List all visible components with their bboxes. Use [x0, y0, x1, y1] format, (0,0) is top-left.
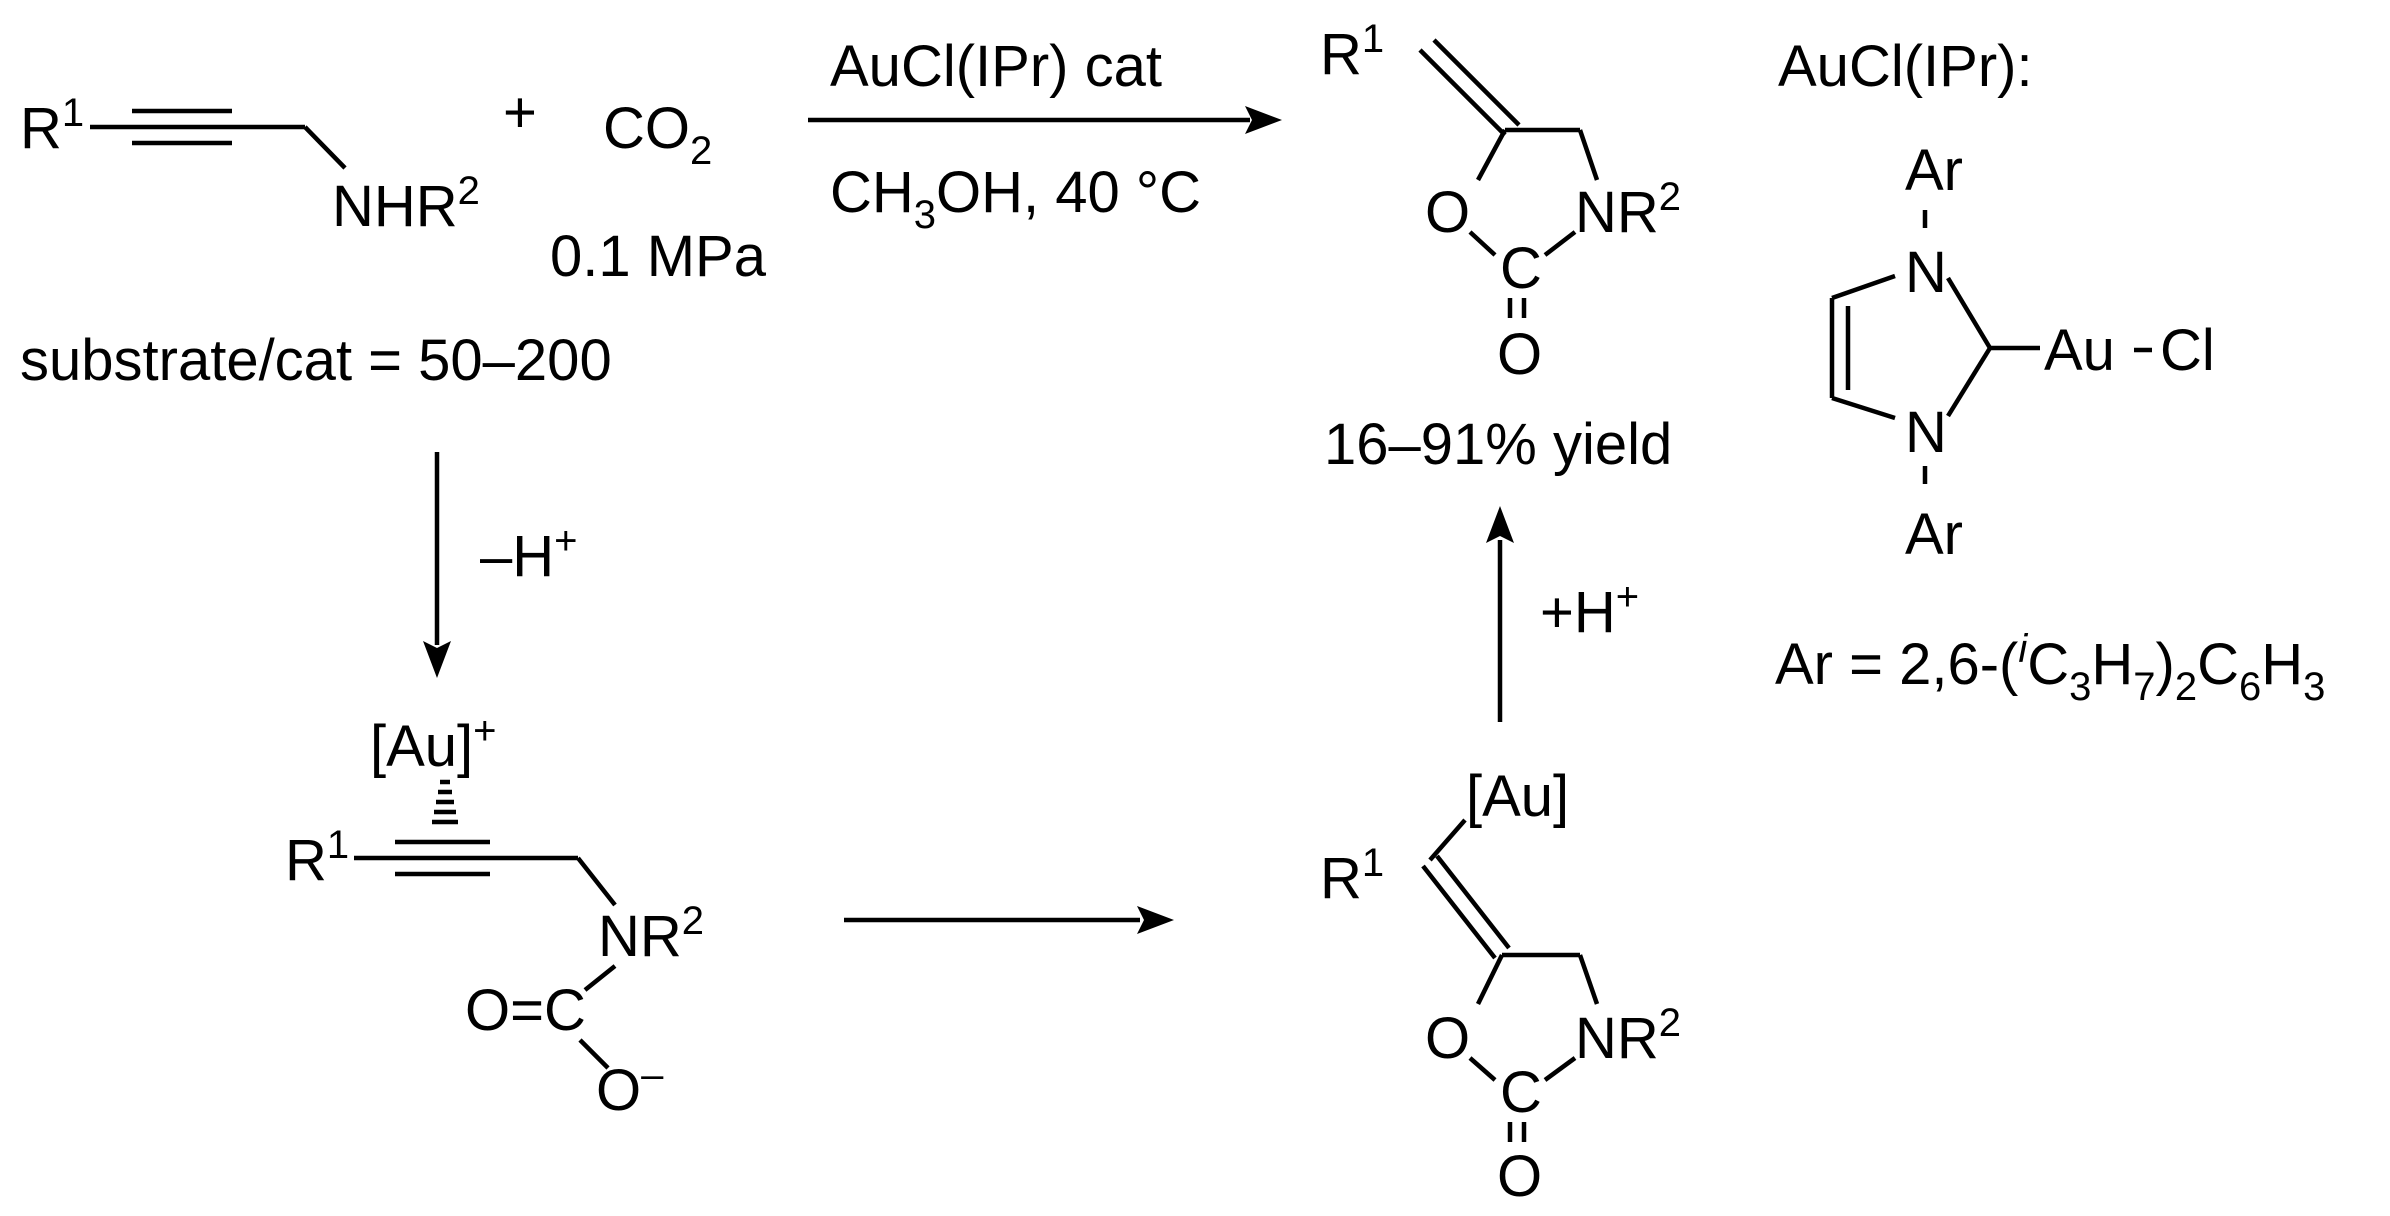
product-ring-nitrogen: NR2: [1575, 175, 1681, 245]
intermediate1-r1-label: R1: [285, 823, 349, 893]
bond-ch2-n: [303, 125, 347, 170]
intermediate2-r1-label: R1: [1320, 841, 1384, 911]
condition-catalyst: AuCl(IPr) cat: [830, 34, 1162, 99]
intermediate1-au-label: [Au]+: [370, 709, 497, 779]
main-reaction-arrow: [808, 106, 1282, 134]
co2-label: CO2: [603, 96, 712, 173]
intermediate-carbamate: [Au]+ R1 NR2 O=C O–: [285, 709, 704, 1123]
ar-top-label: Ar: [1905, 138, 1963, 203]
bond-c-au: [1428, 818, 1467, 862]
protonation-label: +H+: [1540, 575, 1639, 645]
intermediate2-au-label: [Au]: [1466, 764, 1569, 829]
metal-label: Au: [2044, 318, 2115, 383]
product-r1-label: R1: [1320, 17, 1384, 87]
ring-bond-c5-o-int2: [1475, 954, 1505, 1005]
exo-double-int2-2: [1435, 854, 1511, 950]
halide-label: Cl: [2160, 318, 2215, 383]
product-oxazolidinone: R1 O NR2 C O: [1320, 17, 1681, 387]
catalyst-title: AuCl(IPr):: [1778, 34, 2033, 99]
bond-n-top-ch: [1831, 273, 1896, 301]
bond-ch2-n-int1: [576, 856, 617, 907]
substrate-amine-label: NHR2: [332, 169, 480, 239]
intermediate2-carbonyl-carbon: C: [1500, 1060, 1542, 1125]
intermediate2-ring-nitrogen: NR2: [1575, 1001, 1681, 1071]
intermediate2-carbonyl-oxygen: O: [1497, 1144, 1542, 1209]
intermediate-vinyl-gold: [Au] R1 O NR2 C O: [1320, 764, 1681, 1209]
ring-bond-c4-n-int2: [1577, 954, 1600, 1005]
intermediate2-ring-oxygen: O: [1425, 1006, 1470, 1071]
exocyclic-double-bond-2: [1432, 38, 1521, 127]
cyclization-arrow: [844, 906, 1174, 934]
bond-c2-n-bottom: [1946, 346, 1992, 418]
intermediate1-carbonyl: O=C: [465, 978, 586, 1043]
pressure-label: 0.1 MPa: [550, 224, 767, 289]
ring-bond-c4-n: [1577, 129, 1600, 181]
deprotonation-arrow: [423, 452, 451, 678]
ring-bond-n-c2-int2: [1543, 1056, 1577, 1082]
bond-n-c-int1: [583, 964, 617, 992]
yield-label: 16–91% yield: [1324, 412, 1672, 477]
bond-ch-n-bottom: [1831, 395, 1896, 421]
catalyst-structure: AuCl(IPr): Ar N N Ar Au Cl: [1778, 34, 2215, 567]
ratio-label: substrate/cat = 50–200: [20, 328, 612, 393]
bond-n-top-c2: [1946, 276, 1992, 350]
pi-coordination-hash: [432, 779, 458, 825]
n-bottom-label: N: [1905, 400, 1947, 465]
product-carbonyl-oxygen: O: [1497, 322, 1542, 387]
product-ring-oxygen: O: [1425, 180, 1470, 245]
ring-bond-n-c2: [1543, 230, 1577, 257]
intermediate1-n-label: NR2: [598, 899, 704, 969]
deprotonation-label: –H+: [480, 519, 578, 589]
substrate-r1-label: R1: [20, 91, 84, 161]
ring-bond-o-c2: [1468, 230, 1497, 257]
substrate-propargylamine: R1 NHR2: [20, 91, 480, 239]
ar-definition: Ar = 2,6-(iC3H7)2C6H3: [1775, 627, 2325, 709]
ring-bond-o-c2-int2: [1468, 1056, 1497, 1082]
exocyclic-double-bond-1: [1418, 48, 1507, 137]
n-top-label: N: [1905, 240, 1947, 305]
condition-solvent-temp: CH3OH, 40 °C: [830, 160, 1201, 237]
ring-bond-c5-o: [1476, 128, 1507, 182]
ar-bottom-label: Ar: [1905, 502, 1963, 567]
exo-double-int2-1: [1421, 864, 1497, 960]
product-carbonyl-carbon: C: [1500, 236, 1542, 301]
plus-sign: +: [503, 80, 537, 145]
bond-c-ominus: [578, 1038, 610, 1070]
intermediate1-oxide: O–: [596, 1053, 664, 1123]
protonation-arrow: [1486, 506, 1514, 722]
